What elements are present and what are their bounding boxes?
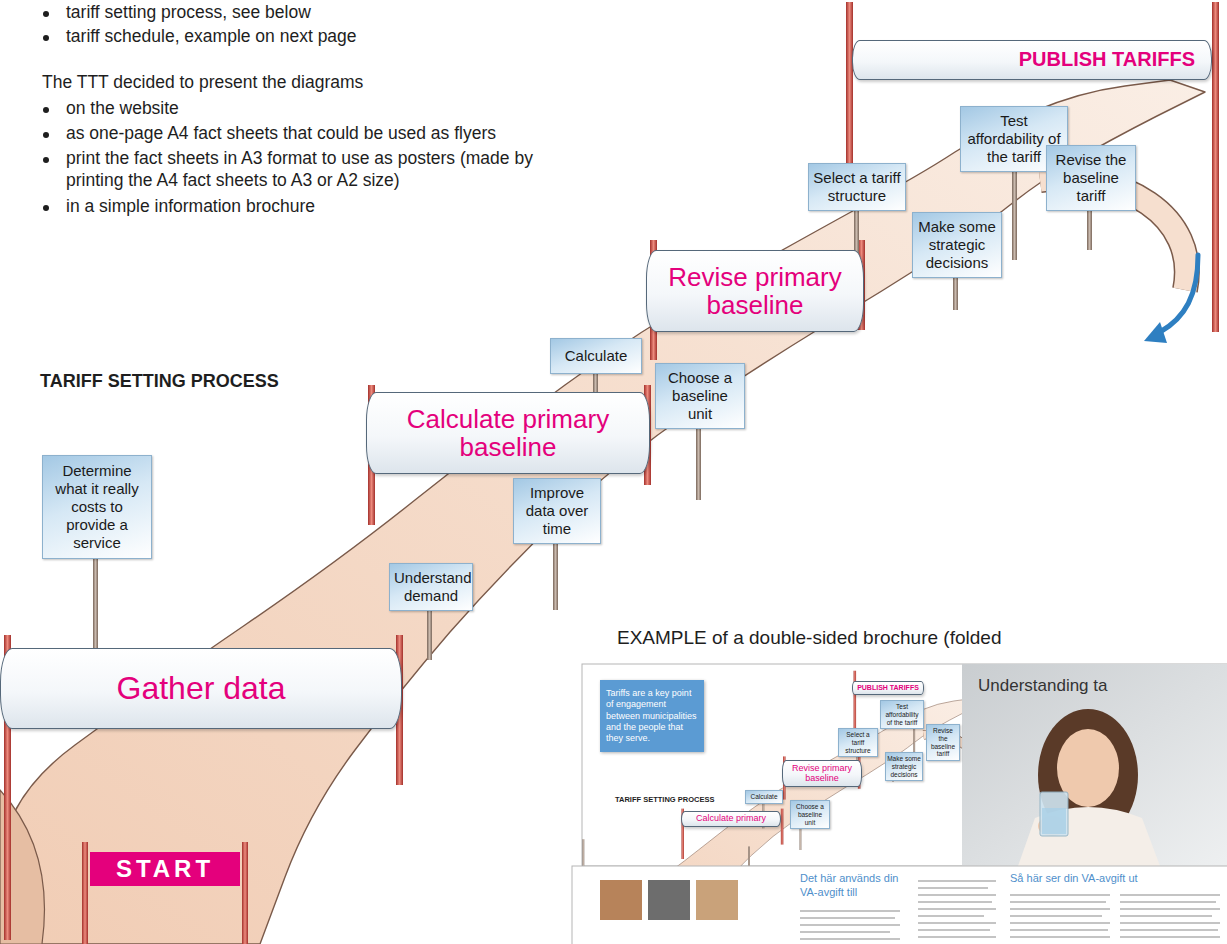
brochure-page — [582, 664, 1227, 866]
signpost-box: Select a tariff structure — [838, 728, 878, 757]
node-text: Calculate — [747, 793, 781, 801]
bullet-text: in a simple information brochure — [66, 196, 315, 218]
node-text: Determine what it really costs to provid… — [47, 462, 147, 552]
milestone-banner: Calculate primary — [681, 811, 781, 827]
node-text: PUBLISH TARIFFS — [869, 49, 1195, 71]
node-text: Improve data over time — [518, 484, 596, 538]
photo-panel: Understanding ta — [962, 664, 1227, 866]
brochure-heading: Så här ser din VA-avgift ut — [1010, 872, 1138, 886]
signpost-box: Revise the baseline tariff — [1046, 145, 1136, 211]
node-text: Calculate primary — [686, 814, 776, 824]
signpost-box: Choose a baseline unit — [655, 363, 745, 429]
signpost-box: Calculate — [550, 338, 642, 374]
node-text: PUBLISH TARIFFS — [856, 684, 920, 692]
node-text: Revise primary baseline — [661, 263, 849, 319]
mini-title: TARIFF SETTING PROCESS — [615, 795, 714, 804]
node-text: Choose a baseline unit — [792, 803, 828, 826]
milestone-banner: Revise primary baseline — [782, 760, 862, 787]
milestone-banner: Calculate primary baseline — [366, 392, 650, 474]
brochure-small-photos — [600, 880, 738, 920]
example-heading: EXAMPLE of a double-sided brochure (fold… — [617, 626, 1001, 650]
bullet-text: print the fact sheets in A3 format to us… — [66, 148, 551, 192]
signpost-box: Choose a baseline unit — [790, 800, 830, 829]
brochure-heading: Det här används din VA-avgift till — [800, 872, 912, 900]
signpost-box: Calculate — [745, 790, 783, 804]
node-text: Understand demand — [394, 569, 468, 605]
sticky-note: Tariffs are a key point of engagement be… — [600, 680, 704, 752]
milestone-banner: Gather data — [0, 648, 402, 729]
signpost-box: Test affordability of the tariff — [880, 700, 924, 729]
node-text: Calculate primary baseline — [387, 405, 629, 461]
node-text: Test affordability of the tariff — [882, 703, 922, 726]
milestone-banner: PUBLISH TARIFFS — [852, 681, 924, 695]
signpost-box: Select a tariff structure — [808, 163, 906, 211]
start-sign: START — [90, 852, 240, 886]
brochure-photo — [962, 664, 1227, 866]
intro-text: The TTT decided to present the diagrams — [42, 72, 363, 94]
signpost-box: Revise the baseline tariff — [926, 724, 960, 761]
node-text: Choose a baseline unit — [660, 369, 740, 423]
node-text: Understanding ta — [978, 676, 1217, 696]
node-text: Select a tariff structure — [840, 731, 876, 754]
diagram-title: TARIFF SETTING PROCESS — [40, 371, 279, 392]
node-text: Make some strategic decisions — [887, 755, 921, 778]
signpost-box: Make some strategic decisions — [885, 752, 923, 781]
node-text: Make some strategic decisions — [917, 218, 997, 272]
bullet-text: on the website — [66, 98, 179, 120]
signpost-box: Understand demand — [389, 563, 473, 611]
milestone-banner: PUBLISH TARIFFS — [852, 40, 1212, 80]
signpost-box: Make some strategic decisions — [912, 212, 1002, 278]
node-text: START — [98, 855, 232, 883]
node-text: Revise the baseline tariff — [1051, 151, 1131, 205]
milestone-banner: Revise primary baseline — [646, 250, 864, 332]
loop-arrow — [1144, 255, 1198, 343]
bullet-text: as one-page A4 fact sheets that could be… — [66, 123, 496, 145]
mini-road — [582, 671, 962, 866]
brochure-page-two — [572, 866, 1227, 944]
signpost-box: Determine what it really costs to provid… — [42, 455, 152, 559]
bullet-text: tariff schedule, example on next page — [66, 26, 357, 48]
node-text: Revise the baseline tariff — [928, 727, 958, 758]
bullet-dots — [43, 11, 49, 211]
signpost-box: Improve data over time — [513, 478, 601, 544]
bullet-text: tariff setting process, see below — [66, 2, 311, 24]
node-text: Calculate — [555, 347, 637, 365]
node-text: Select a tariff structure — [813, 169, 901, 205]
node-text: Revise primary baseline — [787, 764, 857, 783]
node-text: Tariffs are a key point of engagement be… — [606, 688, 698, 744]
node-text: Gather data — [17, 671, 385, 706]
brochure-text-lines — [800, 880, 1220, 940]
